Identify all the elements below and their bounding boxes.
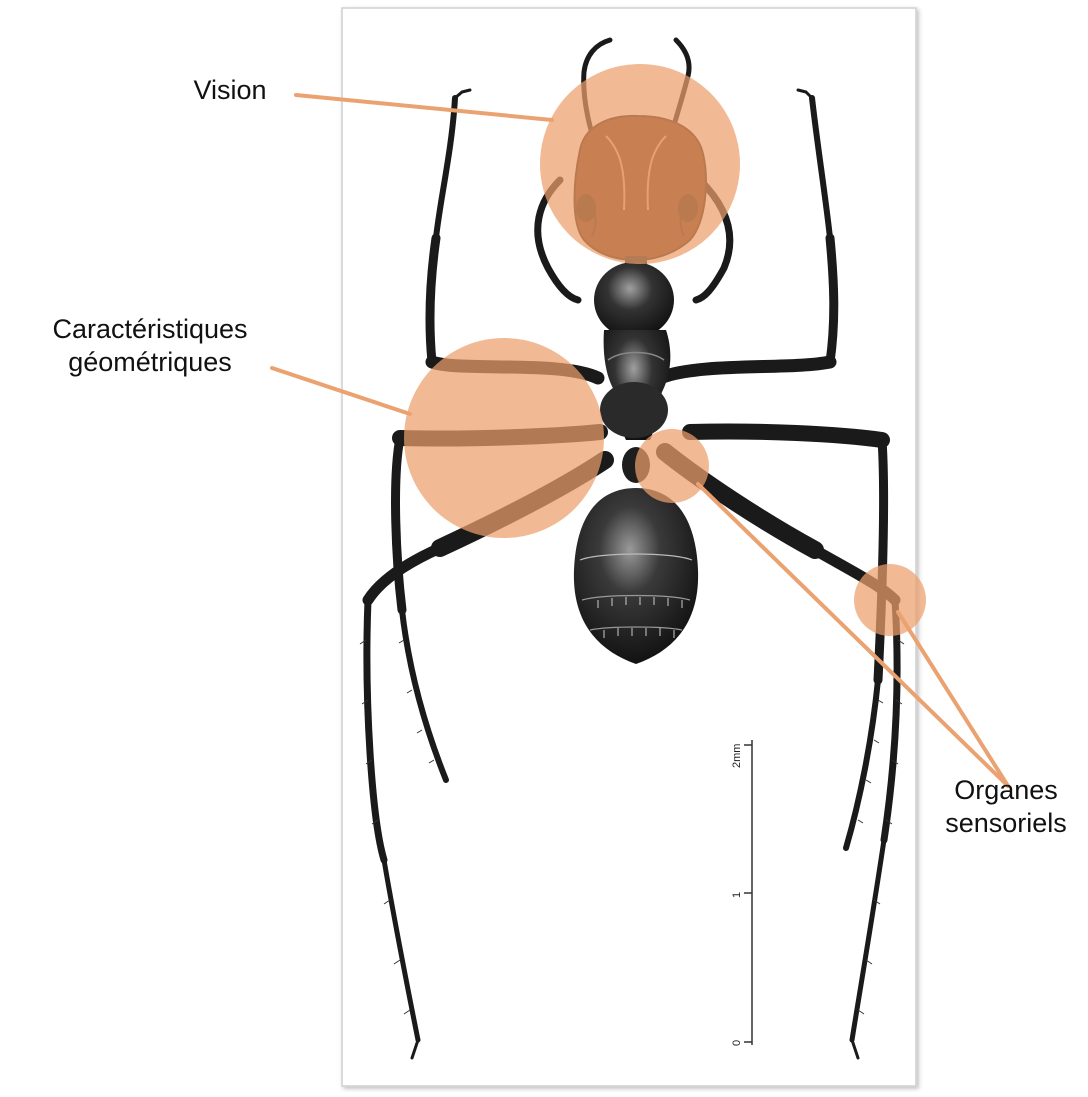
highlight-sensory-tarsus — [854, 564, 926, 636]
highlight-sensory-joint — [635, 429, 709, 503]
scale-label-0: 0 — [731, 1040, 743, 1046]
callout-organs-line1: Organes — [926, 774, 1086, 807]
callout-geometry-line1: Caractéristiques — [0, 313, 300, 346]
callout-sensory-organs: Organes sensoriels — [926, 774, 1086, 840]
highlight-geometry — [404, 338, 604, 538]
scale-label-2mm: 2mm — [731, 744, 743, 768]
callout-vision-text: Vision — [180, 74, 280, 107]
highlight-vision — [540, 64, 740, 264]
ant-pronotum — [594, 262, 674, 338]
scale-label-1: 1 — [731, 892, 743, 898]
callout-vision: Vision — [180, 74, 280, 107]
callout-geometry: Caractéristiques géométriques — [0, 313, 300, 379]
callout-geometry-line2: géométriques — [0, 346, 300, 379]
callout-organs-line2: sensoriels — [926, 807, 1086, 840]
